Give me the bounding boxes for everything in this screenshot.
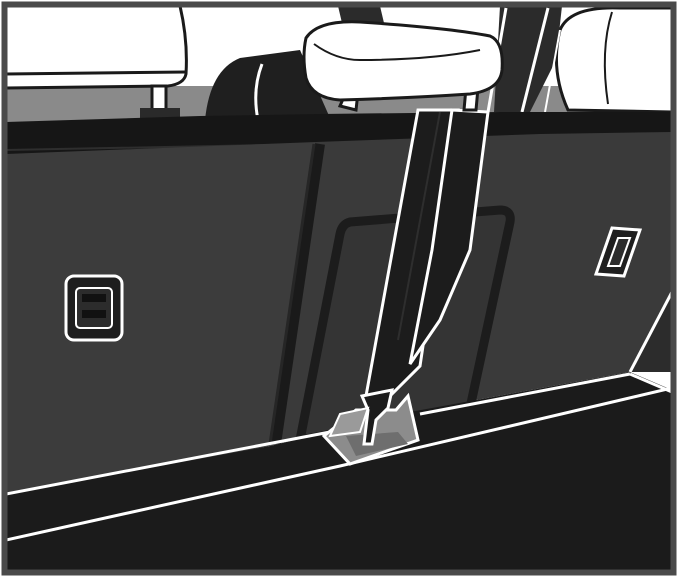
headrest-center bbox=[304, 22, 502, 110]
headrest-right bbox=[556, 8, 672, 112]
left-latch-cover bbox=[66, 276, 122, 340]
